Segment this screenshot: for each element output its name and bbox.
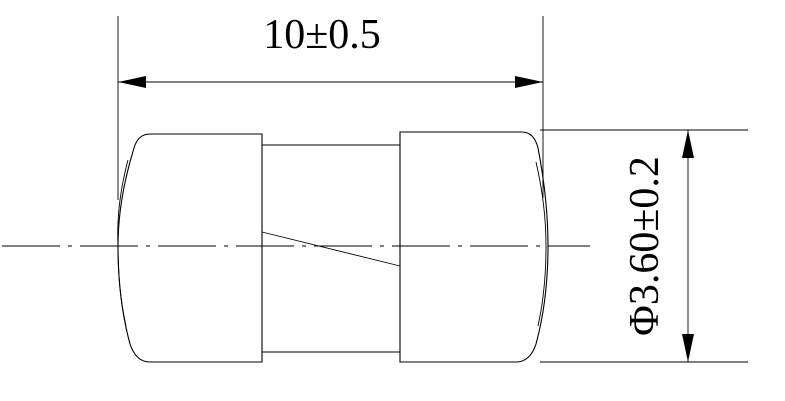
length-dimension-label: 10±0.5 (263, 12, 381, 58)
diameter-dimension-label: Φ3.60±0.2 (622, 156, 668, 336)
length-arrow-left-icon (118, 76, 146, 88)
internal-wire (261, 231, 401, 267)
right-cap-inner-edge (535, 161, 547, 327)
length-arrow-right-icon (515, 76, 543, 88)
left-end-cap (117, 133, 263, 363)
diameter-arrow-bottom-icon (682, 334, 694, 362)
diameter-arrow-top-icon (682, 130, 694, 158)
left-cap-inner-edge (117, 159, 129, 327)
right-end-cap (399, 131, 549, 363)
